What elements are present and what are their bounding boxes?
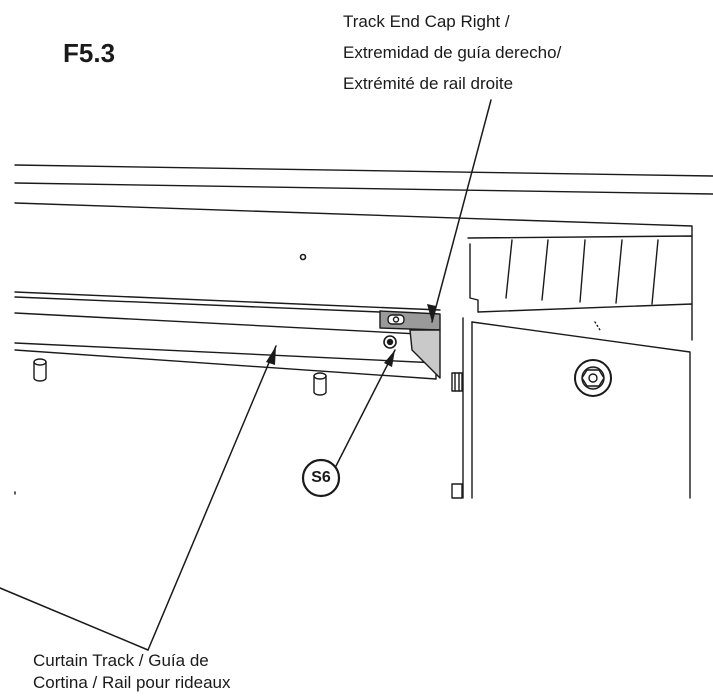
s6-badge-label: S6 <box>311 469 331 486</box>
arrow-endcap <box>427 304 436 322</box>
end-cap <box>379 310 441 379</box>
end-cap-callout-line: Extrémité de rail droite <box>343 74 514 93</box>
glide-left <box>33 358 47 382</box>
end-cap-callout: Track End Cap Right / Extremidad de guía… <box>343 6 561 99</box>
curtain-track <box>14 291 441 380</box>
header-panel-edge <box>14 202 693 237</box>
ceiling-line-1 <box>14 164 713 177</box>
s6-badge-ring <box>301 458 341 498</box>
ceiling-line-2 <box>14 182 713 195</box>
cabinet-block <box>462 235 693 499</box>
cabinet-bolt <box>574 359 612 397</box>
mounting-hole <box>299 253 307 261</box>
arrow-s6 <box>384 350 395 367</box>
glide-middle <box>313 372 327 396</box>
curtain-track-callout: Curtain Track / Guía de Cortina / Rail p… <box>33 650 230 694</box>
glide-bottom <box>451 483 463 499</box>
curtain-track-callout-line: Curtain Track / Guía de <box>33 651 209 670</box>
end-cap-callout-line: Extremidad de guía derecho/ <box>343 43 562 62</box>
leader-lines <box>0 99 492 651</box>
figure-id: F5.3 <box>63 38 116 68</box>
glide-right <box>451 372 463 392</box>
end-cap-callout-line: Track End Cap Right / <box>343 12 510 31</box>
curtain-track-callout-line: Cortina / Rail pour rideaux <box>33 673 231 692</box>
arrow-track <box>266 346 276 365</box>
s6-screw <box>383 335 397 349</box>
